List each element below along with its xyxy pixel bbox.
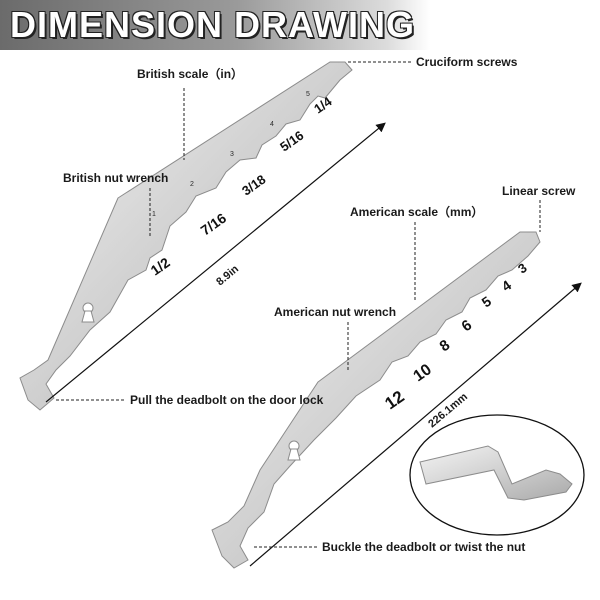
length-arrow-american [249,282,582,567]
page-title: DIMENSION DRAWING [10,4,416,45]
british-tool-body [19,61,353,411]
linear-screw-label: Linear screw [502,184,576,198]
wrench-size-label: 5/16 [277,128,306,155]
scale-number: 1 [152,211,156,218]
wrench-size-label: 5 [479,293,495,311]
buckle-deadbolt-label: Buckle the deadbolt or twist the nut [322,540,525,554]
british-scale-label: British scale（in） [137,66,243,81]
wrench-size-label: 10 [411,361,435,385]
british-wrench-tool: 1 2 3 4 5 1/2 7/16 3/18 5/16 1/4 [19,61,353,411]
detail-zoom-circle [409,414,585,536]
pull-deadbolt-label: Pull the deadbolt on the door lock [130,393,324,407]
cruciform-screws-label: Cruciform screws [416,55,518,69]
scale-number: 3 [230,151,234,158]
american-tool-body [211,231,541,569]
length-label-inches: 8.9in [214,263,241,288]
american-nut-wrench-label: American nut wrench [274,305,396,319]
scale-number: 2 [190,181,194,188]
american-scale-label: American scale（mm） [350,204,483,219]
british-nut-wrench-label: British nut wrench [63,171,168,185]
wrench-size-label: 8 [437,337,454,356]
wrench-size-label: 3/18 [239,172,268,199]
wrench-size-label: 1/2 [148,254,173,278]
scale-number: 5 [306,91,310,98]
wrench-size-label: 12 [381,387,407,413]
title-banner: DIMENSION DRAWING [0,0,430,50]
length-arrow-british [45,122,386,403]
wrench-size-label: 3 [515,260,530,276]
scale-number: 4 [270,121,274,128]
wrench-size-label: 4 [499,277,515,295]
wrench-size-label: 6 [459,317,476,336]
hook-detail [419,445,573,501]
wrench-size-label: 7/16 [198,210,230,239]
leader-lines [56,61,541,548]
